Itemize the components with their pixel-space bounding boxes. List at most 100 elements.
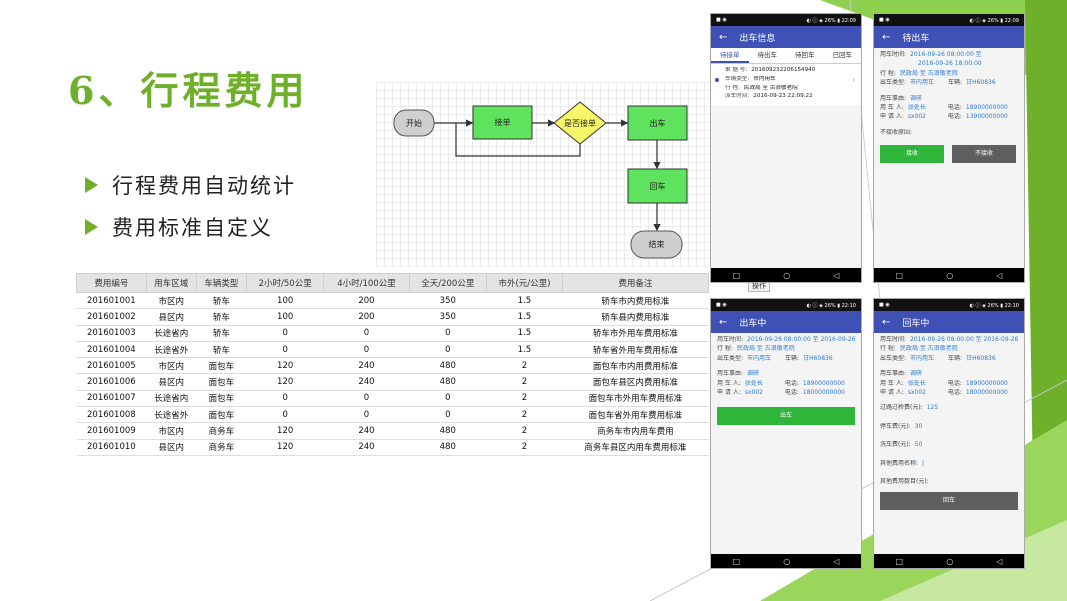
table-cell: 0 [409, 390, 487, 408]
reason-value: 调研 [747, 370, 760, 378]
app-bar-title: 出车中 [739, 318, 767, 329]
type-value: 市内用车 [747, 354, 772, 362]
home-icon[interactable]: ○ [783, 556, 791, 566]
back-arrow-icon[interactable]: ← [882, 31, 891, 43]
nav-back-icon[interactable]: ◁ [996, 270, 1003, 280]
type-label: 出车类型: [880, 354, 907, 362]
phone-dispatch-info: ■ ◉◐ ⓘ ◈ 26% ▮ 22:09 ←出车信息 待接单 待出车 待回车 已… [710, 13, 862, 283]
list-item[interactable]: 单 据 号:201609232206154940 车辆类型:市内用车 行 程:民… [711, 64, 861, 106]
table-cell: 100 [246, 308, 324, 326]
time-end-value: 2016-09-26 18:00:00 [918, 60, 982, 68]
table-cell: 100 [246, 292, 324, 310]
table-cell: 县区内 [146, 308, 197, 326]
table-header-cell[interactable]: 市外(元/公里) [486, 273, 563, 293]
table-cell: 面包车 [196, 357, 247, 375]
table-cell: 120 [246, 373, 324, 391]
applicant-value: sx002 [907, 388, 926, 396]
table-cell: 201601007 [76, 390, 147, 408]
parking-input[interactable]: 30 [914, 422, 923, 430]
node-accept-shape [472, 105, 533, 140]
toll-label: 过路过桥费(元): [880, 404, 923, 412]
table-cell: 201601001 [76, 292, 147, 310]
reason-value: 调研 [910, 94, 923, 102]
home-icon[interactable]: ○ [783, 270, 791, 280]
table-header-cell[interactable]: 2小时/50公里 [245, 273, 325, 293]
parking-label: 停车费(元): [880, 422, 911, 430]
user-phone-value: 18900000000 [965, 103, 1008, 111]
reject-button[interactable]: 不接收 [952, 145, 1016, 164]
node-end-label: 结束 [648, 240, 665, 249]
recent-apps-icon[interactable]: □ [895, 270, 904, 280]
table-header-cell[interactable]: 全天/200公里 [408, 273, 488, 293]
type-value: 市内用车 [910, 354, 935, 362]
phone-label: 电话: [784, 379, 799, 387]
tab-returned[interactable]: 已回车 [832, 51, 853, 59]
nav-back-icon[interactable]: ◁ [833, 270, 840, 280]
return-button[interactable]: 回车 [880, 492, 1018, 511]
other-fee-amount-label: 其他费用数目(元): [880, 477, 929, 485]
car-value: 甘H60836 [803, 354, 833, 362]
table-header-cell[interactable]: 用车区域 [145, 273, 197, 293]
table-cell: 350 [409, 292, 487, 310]
back-arrow-icon[interactable]: ← [719, 31, 728, 43]
reason-value: 调研 [910, 370, 923, 378]
applicant-label: 申 请 人: [880, 388, 904, 396]
table-cell: 2 [486, 422, 563, 440]
car-value: 甘H60836 [966, 354, 996, 362]
user-phone-value: 18900000000 [965, 379, 1008, 387]
tab-pending-accept[interactable]: 待接单 [711, 48, 749, 63]
time-label: 用车时间: [717, 336, 744, 343]
app-bar-title: 出车信息 [739, 33, 776, 44]
applicant-phone-value: 13900000000 [965, 113, 1008, 121]
recent-apps-icon[interactable]: □ [895, 556, 904, 566]
back-arrow-icon[interactable]: ← [882, 316, 891, 328]
depart-button[interactable]: 出车 [717, 407, 855, 426]
wash-input[interactable]: 50 [914, 441, 923, 449]
toll-input[interactable]: 125 [926, 404, 939, 412]
table-cell: 240 [323, 439, 410, 456]
applicant-phone-value: 18000000000 [802, 388, 845, 396]
reason-label: 用车事由: [717, 370, 744, 378]
table-cell: 轿车县内费用标准 [562, 308, 709, 326]
table-cell: 轿车 [196, 341, 247, 359]
recent-apps-icon[interactable]: □ [732, 270, 741, 280]
app-bar-title: 待出车 [902, 33, 930, 44]
nav-back-icon[interactable]: ◁ [996, 556, 1003, 566]
car-label: 车辆: [948, 79, 963, 87]
phone-label: 电话: [947, 379, 962, 387]
nav-back-icon[interactable]: ◁ [833, 556, 840, 566]
table-header-cell[interactable]: 4小时/100公里 [323, 273, 410, 293]
user-value: 张处长 [907, 379, 926, 387]
table-cell: 120 [246, 357, 324, 375]
applicant-phone-value: 18000000000 [965, 388, 1008, 396]
home-icon[interactable]: ○ [946, 270, 954, 280]
user-value: 张处长 [907, 103, 926, 111]
tab-pending-depart[interactable]: 待出车 [757, 51, 778, 59]
tab-pending-return[interactable]: 待回车 [795, 51, 815, 59]
back-arrow-icon[interactable]: ← [719, 316, 728, 328]
app-bar: ← 出车信息 [711, 26, 861, 48]
table-cell: 0 [246, 390, 324, 408]
table-header-cell[interactable]: 车辆类型 [195, 273, 247, 293]
recent-apps-icon[interactable]: □ [732, 556, 741, 566]
table-header-cell[interactable]: 费用备注 [561, 273, 710, 293]
table-header-cell[interactable]: 费用编号 [76, 273, 147, 293]
home-icon[interactable]: ○ [946, 556, 954, 566]
other-fee-name-input[interactable]: | [922, 459, 925, 467]
table-cell: 轿车省外用车费用标准 [562, 341, 709, 359]
table-cell: 县区内 [146, 373, 197, 391]
accept-button[interactable]: 接收 [880, 145, 944, 164]
table-cell: 长途省外 [146, 341, 197, 359]
table-cell: 0 [323, 406, 410, 424]
